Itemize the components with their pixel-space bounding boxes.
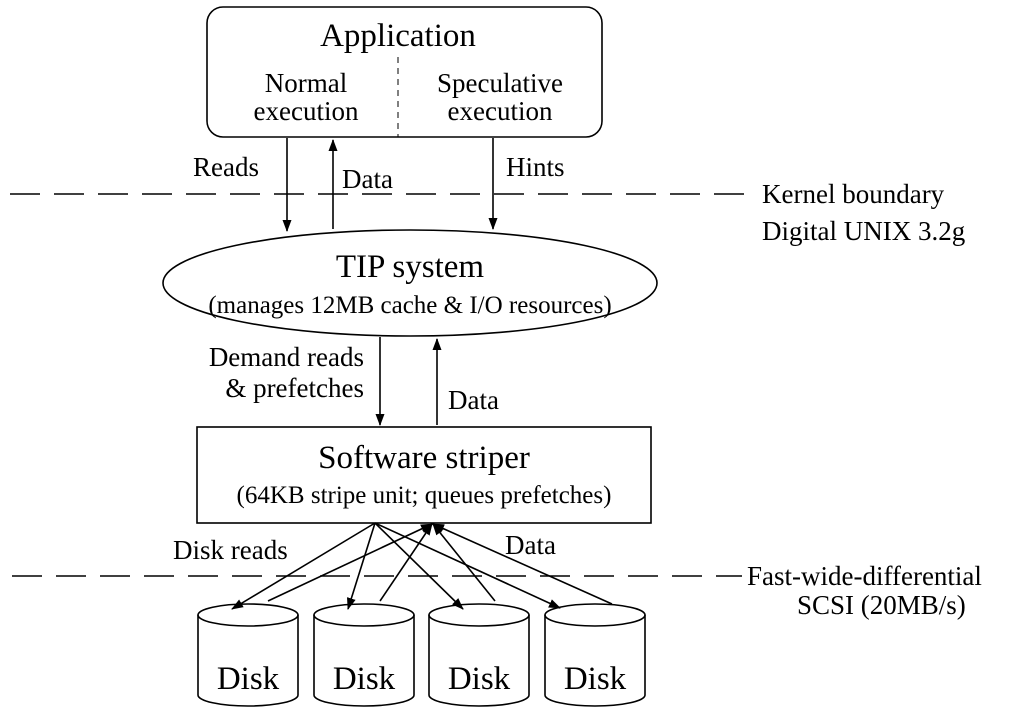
tip-system-node: TIP system (manages 12MB cache & I/O res… [162,229,658,337]
demand-reads-label: Demand reads [209,342,364,372]
disk-3-label: Disk [448,661,511,697]
disk-4-label: Disk [564,661,627,697]
disk-2: Disk [313,603,415,707]
application-title: Application [320,18,476,54]
normal-execution-line2: execution [254,96,359,126]
software-striper-outline [196,426,652,524]
disk-2-label: Disk [333,661,396,697]
application-box: Application Normal execution Speculative… [206,6,603,138]
disk-4: Disk [544,603,646,707]
data-label-tip: Data [448,385,499,415]
disk-1-top [197,603,299,627]
disk-3: Disk [428,603,530,707]
disk-read-arrow-3 [374,522,464,610]
normal-execution-line1: Normal [265,68,347,98]
disk-3-top [428,603,530,627]
tip-system-subtitle: (manages 12MB cache & I/O resources) [208,292,611,319]
data-label-app: Data [342,164,393,194]
scsi-speed-label: SCSI (20MB/s) [797,590,966,620]
disk-4-body [544,615,646,707]
kernel-boundary-label: Kernel boundary [762,179,945,209]
disk-2-top [313,603,415,627]
disk-1-body [197,615,299,707]
disk-read-arrow-1 [231,522,376,610]
reads-label: Reads [193,152,259,182]
hints-label: Hints [506,152,565,182]
disk-3-body [428,615,530,707]
disk-1-label: Disk [217,661,280,697]
disk-2-body [313,615,415,707]
software-striper-box: Software striper (64KB stripe unit; queu… [196,426,652,524]
disk-data-arrow-3 [432,523,496,602]
tip-system-title: TIP system [336,249,485,285]
disk-1: Disk [197,603,299,707]
disk-reads-label: Disk reads [173,535,288,565]
disk-read-arrow-2 [347,522,376,610]
disk-data-arrows [267,523,613,605]
data-label-disks: Data [505,530,556,560]
disk-4-top [544,603,646,627]
kernel-version-label: Digital UNIX 3.2g [762,216,965,246]
disk-data-arrow-2 [379,523,433,602]
application-box-outline [206,6,603,138]
scsi-boundary-label: Fast-wide-differential [747,561,982,591]
tip-system-ellipse [162,229,658,337]
disk-data-arrow-1 [267,523,433,602]
speculative-execution-line1: Speculative [437,68,563,98]
speculative-execution-line2: execution [448,96,553,126]
software-striper-subtitle: (64KB stripe unit; queues prefetches) [237,482,612,509]
disk-data-arrow-4 [432,523,613,605]
software-striper-title: Software striper [318,440,530,476]
prefetches-label: & prefetches [225,373,364,403]
